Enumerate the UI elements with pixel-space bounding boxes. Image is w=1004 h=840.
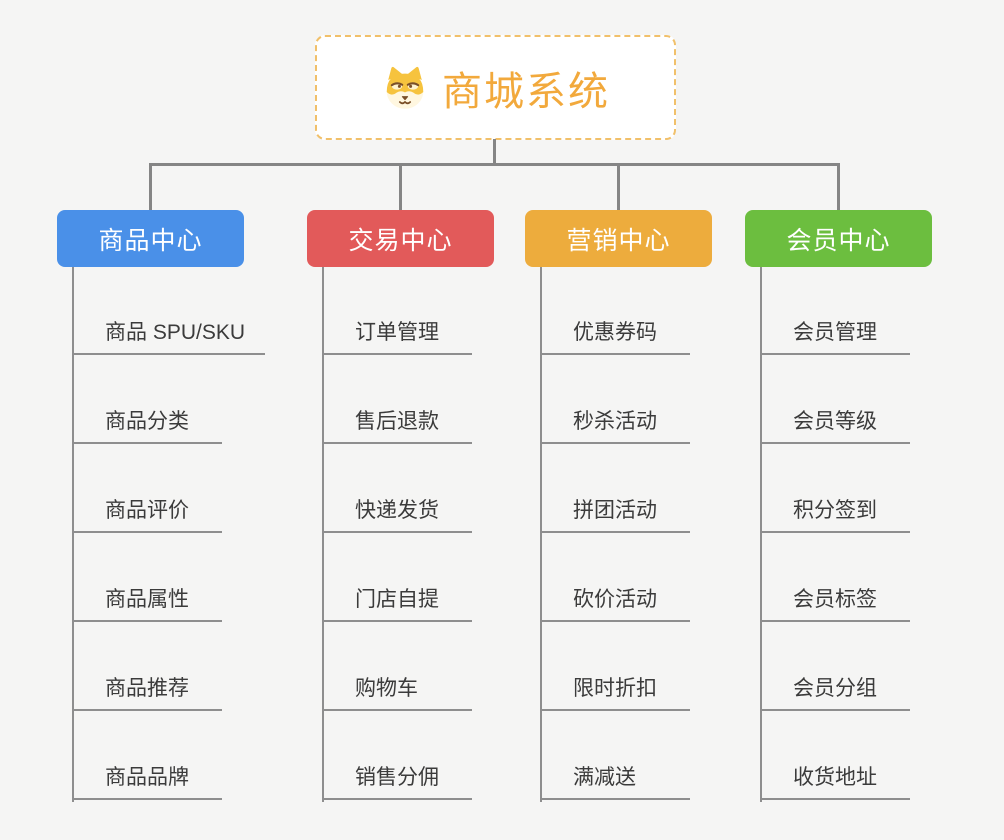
topic-node[interactable]: 商品属性 <box>72 576 222 622</box>
branch-children-member-center: 会员管理 会员等级 积分签到 会员标签 会员分组 收货地址 <box>760 267 1004 803</box>
topic-node[interactable]: 商品品牌 <box>72 754 222 800</box>
connector-drop-trade <box>399 164 402 210</box>
branch-label: 交易中心 <box>348 226 453 255</box>
topic-node[interactable]: 收货地址 <box>760 754 910 800</box>
topic-node[interactable]: 快递发货 <box>322 487 472 533</box>
connector-trunk <box>322 267 324 802</box>
dog-face-icon <box>386 66 424 109</box>
topic-node[interactable]: 商品分类 <box>72 398 222 444</box>
topic-node[interactable]: 积分签到 <box>760 487 910 533</box>
topic-node[interactable]: 门店自提 <box>322 576 472 622</box>
topic-node[interactable]: 购物车 <box>322 665 472 711</box>
branch-node-trade-center[interactable]: 交易中心 <box>307 210 494 267</box>
topic-node[interactable]: 订单管理 <box>322 309 472 355</box>
topic-node[interactable]: 满减送 <box>540 754 690 800</box>
topic-node[interactable]: 优惠券码 <box>540 309 690 355</box>
connector-trunk <box>72 267 74 802</box>
branch-children-product-center: 商品 SPU/SKU 商品分类 商品评价 商品属性 商品推荐 商品品牌 <box>72 267 317 803</box>
topic-node[interactable]: 秒杀活动 <box>540 398 690 444</box>
connector-root-drop <box>493 139 496 165</box>
topic-node[interactable]: 拼团活动 <box>540 487 690 533</box>
branch-children-marketing-center: 优惠券码 秒杀活动 拼团活动 砍价活动 限时折扣 满减送 <box>540 267 785 803</box>
root-title: 商城系统 <box>442 69 610 114</box>
branch-children-trade-center: 订单管理 售后退款 快递发货 门店自提 购物车 销售分佣 <box>322 267 567 803</box>
topic-node[interactable]: 商品 SPU/SKU <box>72 309 266 355</box>
topic-node[interactable]: 销售分佣 <box>322 754 472 800</box>
connector-bus <box>149 163 840 166</box>
topic-node[interactable]: 砍价活动 <box>540 576 690 622</box>
connector-trunk <box>540 267 542 802</box>
topic-node[interactable]: 限时折扣 <box>540 665 690 711</box>
branch-node-product-center[interactable]: 商品中心 <box>57 210 244 267</box>
topic-node[interactable]: 商品推荐 <box>72 665 222 711</box>
branch-node-member-center[interactable]: 会员中心 <box>745 210 932 267</box>
root-node[interactable]: 商城系统 <box>315 35 676 140</box>
branch-node-marketing-center[interactable]: 营销中心 <box>525 210 712 267</box>
connector-drop-member <box>837 164 840 210</box>
connector-drop-product <box>149 164 152 210</box>
topic-node[interactable]: 会员等级 <box>760 398 910 444</box>
topic-node[interactable]: 会员管理 <box>760 309 910 355</box>
topic-node[interactable]: 会员分组 <box>760 665 910 711</box>
connector-trunk <box>760 267 762 802</box>
connector-drop-marketing <box>617 164 620 210</box>
topic-node[interactable]: 商品评价 <box>72 487 222 533</box>
topic-node[interactable]: 会员标签 <box>760 576 910 622</box>
topic-node[interactable]: 售后退款 <box>322 398 472 444</box>
branch-label: 营销中心 <box>566 226 671 255</box>
branch-label: 会员中心 <box>786 226 891 255</box>
branch-label: 商品中心 <box>98 226 203 255</box>
